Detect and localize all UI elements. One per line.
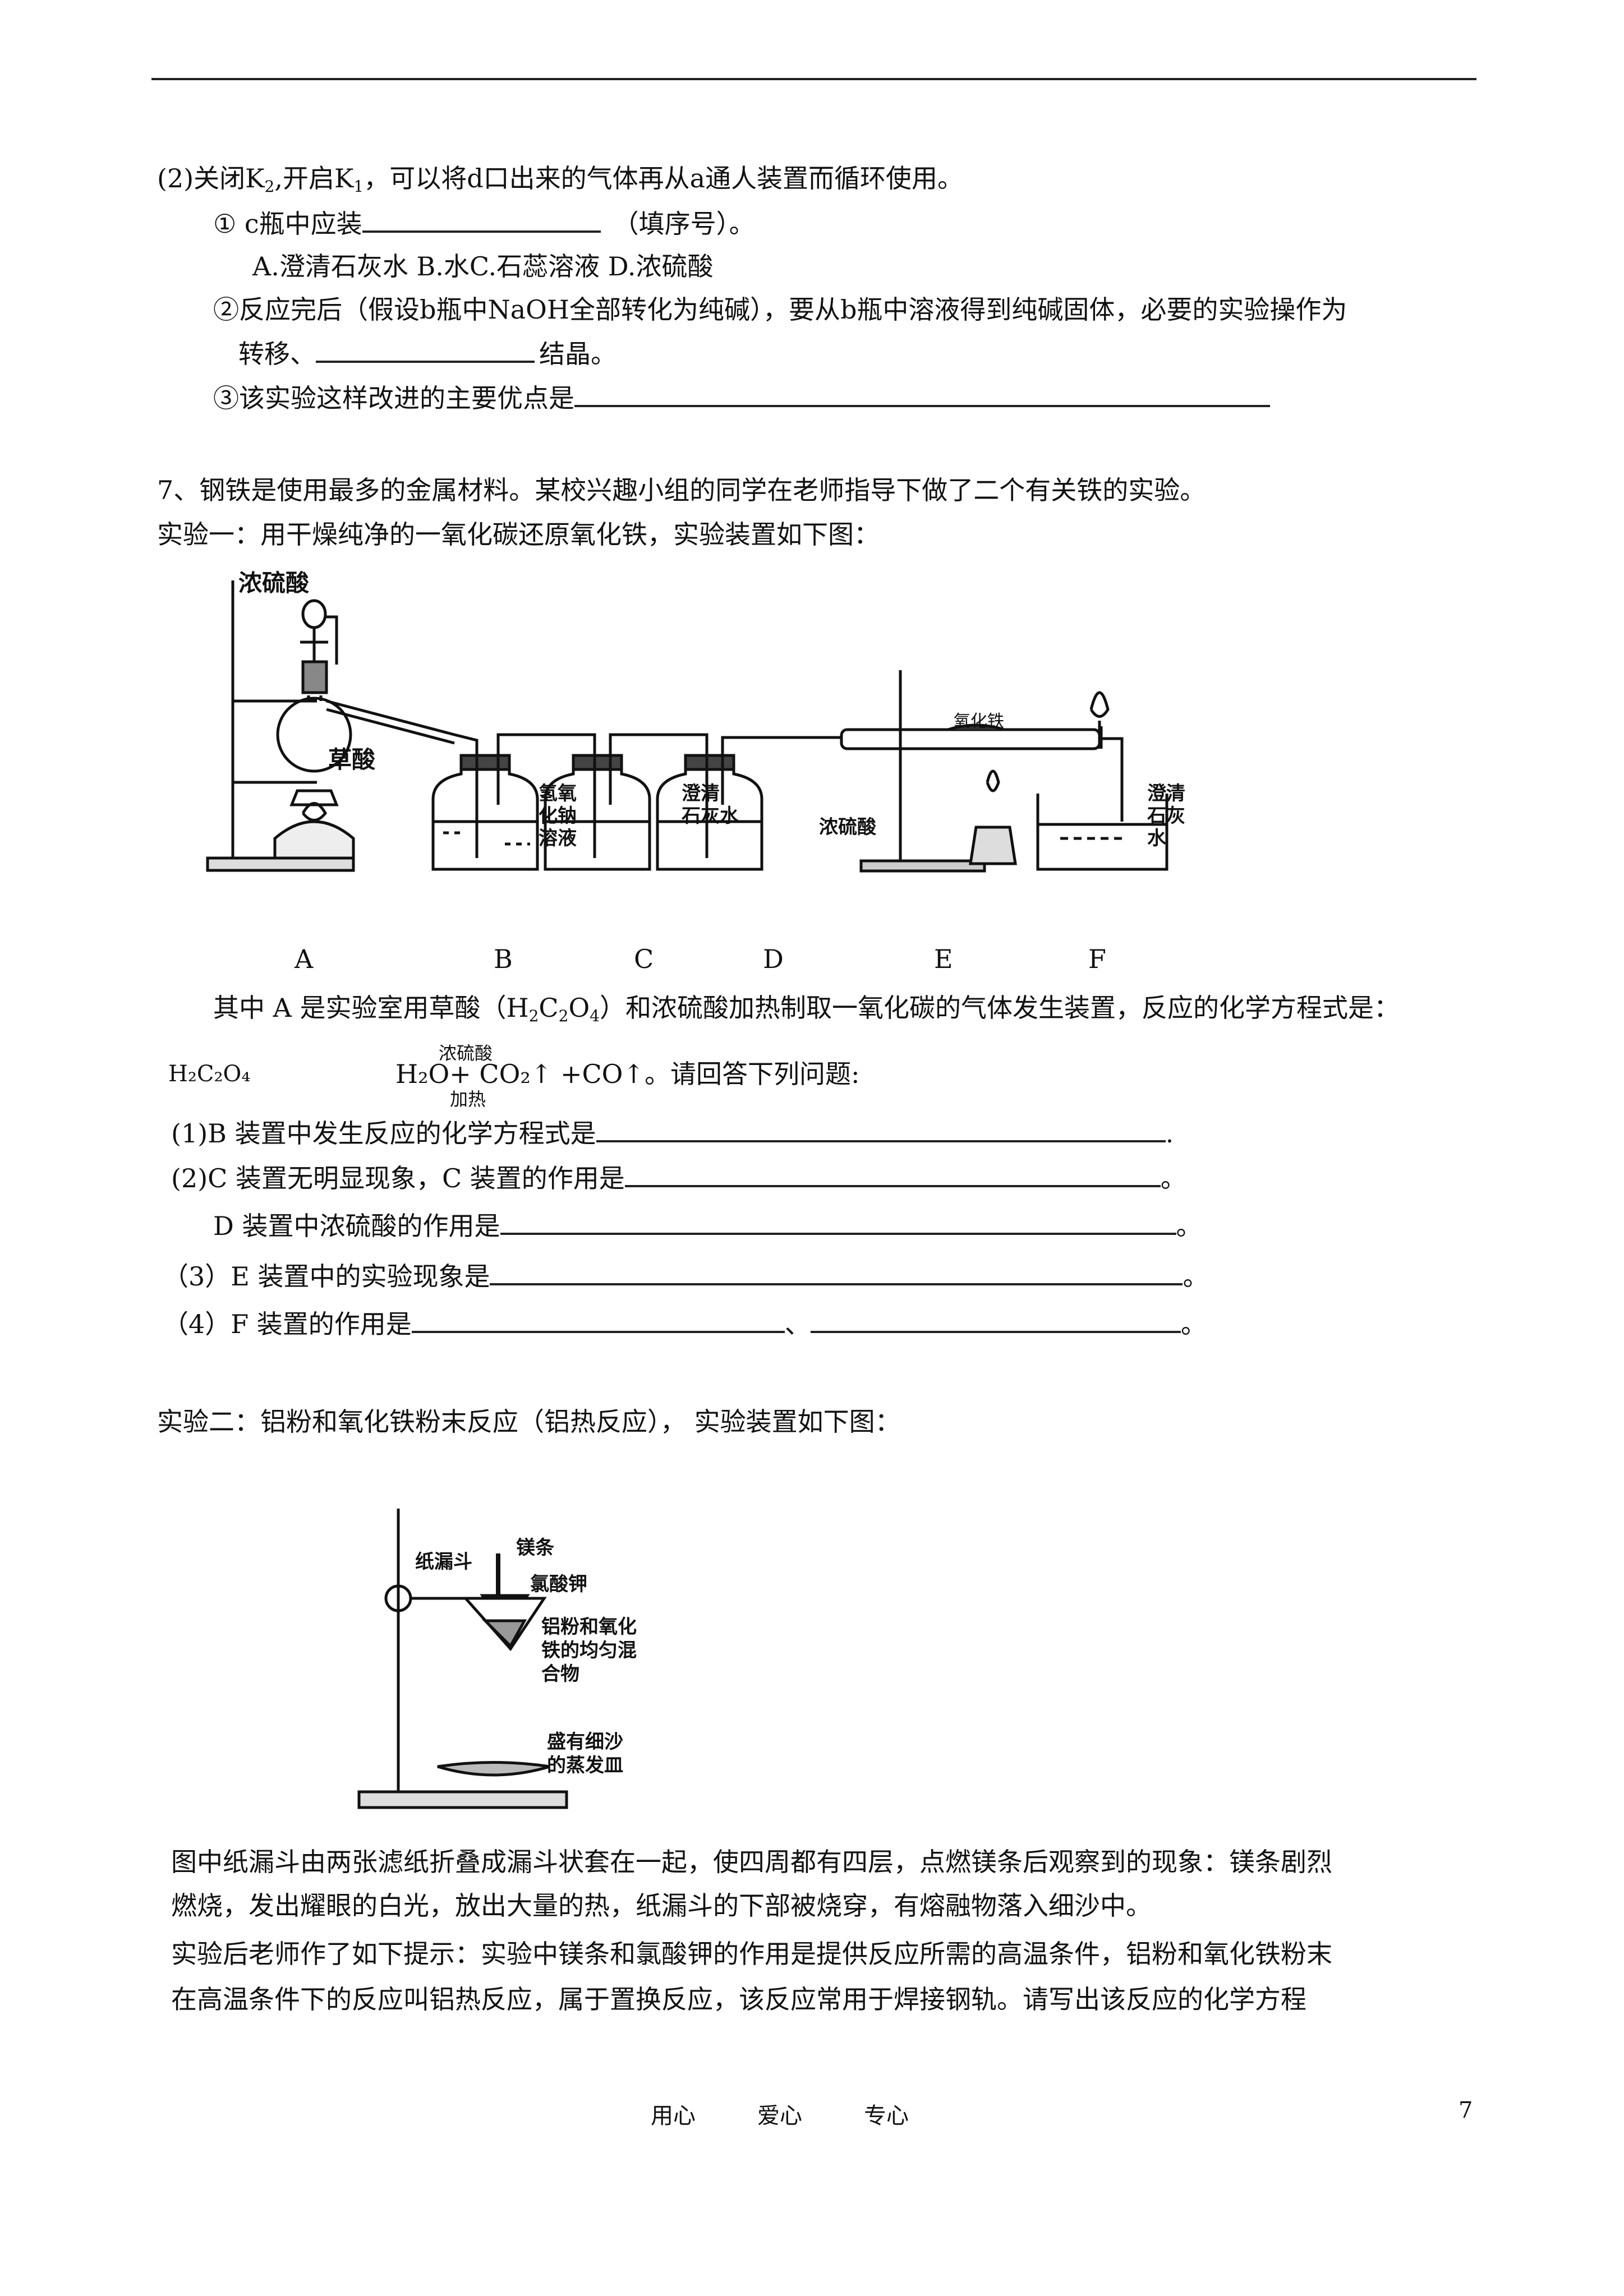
- label-magnesium-strip: 镁条: [516, 1537, 554, 1559]
- p2-line6: ③该实验这样改进的主要优点是: [213, 382, 1270, 414]
- answer-blank-q3[interactable]: [490, 1261, 1183, 1285]
- page-number: 7: [1459, 2097, 1473, 2123]
- thermite-mixture: [481, 1619, 527, 1649]
- letter-f: F: [1088, 944, 1106, 974]
- thermite-apparatus-figure: [357, 1509, 568, 1809]
- label-kclo3: 氯酸钾: [530, 1573, 587, 1596]
- answer-blank-q1[interactable]: [596, 1118, 1166, 1142]
- equation-condition-top: 浓硫酸: [439, 1043, 493, 1064]
- letter-d: D: [763, 944, 784, 974]
- footer-motto-3: 专心: [864, 2103, 909, 2129]
- answer-blank-q4b[interactable]: [810, 1308, 1181, 1333]
- label-limewater-f: 澄清石灰水: [1147, 782, 1185, 850]
- equation-right: H₂O+ CO₂↑ +CO↑。请回答下列问题:: [395, 1059, 860, 1089]
- header-rule: [151, 78, 1476, 80]
- equation-left: H₂C₂O₄: [168, 1061, 251, 1087]
- footer-motto-1: 用心: [651, 2103, 696, 2129]
- label-conc-acid-d: 浓硫酸: [819, 816, 876, 838]
- q7-para2-line1: 图中纸漏斗由两张滤纸折叠成漏斗状套在一起，使四周都有四层，点燃镁条后观察到的现象…: [171, 1847, 1332, 1877]
- p2-options: A.澄清石灰水 B.水C.石蕊溶液 D.浓硫酸: [252, 251, 714, 282]
- label-evaporating-dish: 盛有细沙的蒸发皿: [547, 1731, 623, 1777]
- label-iron-oxide: 氧化铁: [954, 712, 1004, 731]
- q7-exp2-title: 实验二：铝粉和氧化铁粉末反应（铝热反应）， 实验装置如下图：: [157, 1407, 901, 1437]
- label-limewater-c: 澄清石灰水: [682, 782, 739, 827]
- letter-a: A: [295, 944, 314, 974]
- p2-line4: ②反应完后（假设b瓶中NaOH全部转化为纯碱），要从b瓶中溶液得到纯碱固体，必要…: [213, 294, 1347, 325]
- answer-blank-q2[interactable]: [624, 1163, 1161, 1187]
- label-oxalic-acid: 草酸: [328, 746, 376, 773]
- label-naoh-solution: 氢氧化钠溶液: [539, 782, 577, 850]
- round-flask: [276, 697, 352, 773]
- label-conc-sulfuric-acid: 浓硫酸: [238, 569, 310, 597]
- letter-c: C: [634, 944, 654, 974]
- label-thermite-mixture: 铝粉和氧化铁的均匀混合物: [541, 1616, 637, 1685]
- q7-q2: (2)C 装置无明显现象，C 装置的作用是。: [171, 1163, 1186, 1193]
- p2-line5: 转移、结晶。: [238, 338, 617, 369]
- co-reduction-apparatus-figure: [206, 580, 1168, 873]
- p2-line1: (2)关闭K2,开启K1，可以将d口出来的气体再从a通人装置而循环使用。: [157, 163, 964, 196]
- evaporating-dish: [437, 1761, 550, 1777]
- letter-b: B: [494, 944, 513, 974]
- q7-para3-line1: 实验后老师作了如下提示：实验中镁条和氯酸钾的作用是提供反应所需的高温条件，铝粉和…: [171, 1939, 1332, 1969]
- q7-para2-line2: 燃烧，发出耀眼的白光，放出大量的热，纸漏斗的下部被烧穿，有熔融物落入细沙中。: [171, 1891, 1152, 1921]
- q7-para-a: 其中 A 是实验室用草酸（H2C2O4）和浓硫酸加热制取一氧化碳的气体发生装置，…: [213, 993, 1400, 1025]
- q7-exp1-title: 实验一：用干燥纯净的一氧化碳还原氧化铁，实验装置如下图：: [157, 519, 880, 550]
- label-paper-funnel: 纸漏斗: [415, 1551, 472, 1573]
- bottle-d: [656, 754, 763, 871]
- bottle-c: [544, 754, 651, 871]
- letter-e: E: [934, 944, 953, 974]
- stand-base: [357, 1790, 568, 1809]
- p2-line2: ① c瓶中应装（填序号）。: [213, 208, 755, 239]
- bottle-b: [431, 754, 539, 871]
- q7-q4: （4）F 装置的作用是、。: [163, 1308, 1207, 1339]
- q7-para3-line2: 在高温条件下的反应叫铝热反应，属于置换反应，该反应常用于焊接钢轨。请写出该反应的…: [171, 1984, 1306, 2014]
- answer-blank-operation[interactable]: [316, 338, 535, 363]
- answer-blank-c-bottle[interactable]: [362, 208, 601, 233]
- answer-blank-q2b[interactable]: [500, 1210, 1176, 1235]
- answer-blank-q4a[interactable]: [411, 1308, 785, 1333]
- q7-q1: (1)B 装置中发生反应的化学方程式是.: [171, 1118, 1174, 1149]
- beaker-f: [1036, 794, 1168, 871]
- q7-q2b: D 装置中浓硫酸的作用是。: [213, 1210, 1202, 1241]
- q7-q3: （3）E 装置中的实验现象是。: [163, 1261, 1209, 1292]
- q7-intro: 7、钢铁是使用最多的金属材料。某校兴趣小组的同学在老师指导下做了二个有关铁的实验…: [157, 475, 1206, 505]
- footer-motto-2: 爱心: [757, 2103, 802, 2129]
- stand-base-a: [206, 856, 355, 872]
- answer-blank-advantage[interactable]: [574, 382, 1270, 407]
- equation-condition-bottom: 加热: [450, 1089, 486, 1110]
- separatory-funnel: [301, 599, 327, 629]
